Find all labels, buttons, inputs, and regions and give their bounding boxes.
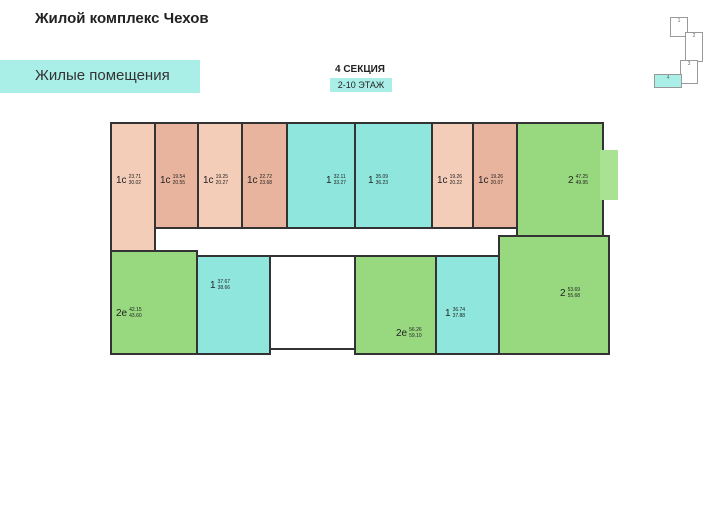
key-section-4[interactable]: 4 <box>654 74 682 88</box>
section-label: 4 СЕКЦИЯ <box>334 64 385 75</box>
stair-elevator-core <box>269 255 356 350</box>
floor-range: 2-10 ЭТАЖ <box>330 78 392 92</box>
page-title: Жилой комплекс Чехов <box>35 10 209 27</box>
category-band: Жилые помещения <box>0 60 200 93</box>
corridor <box>155 228 520 256</box>
key-section-3[interactable]: 3 <box>680 60 698 84</box>
balcony <box>600 150 618 200</box>
key-plan: 1 2 3 4 <box>650 12 710 88</box>
category-label: Жилые помещения <box>35 67 170 84</box>
key-section-1[interactable]: 1 <box>670 17 688 37</box>
